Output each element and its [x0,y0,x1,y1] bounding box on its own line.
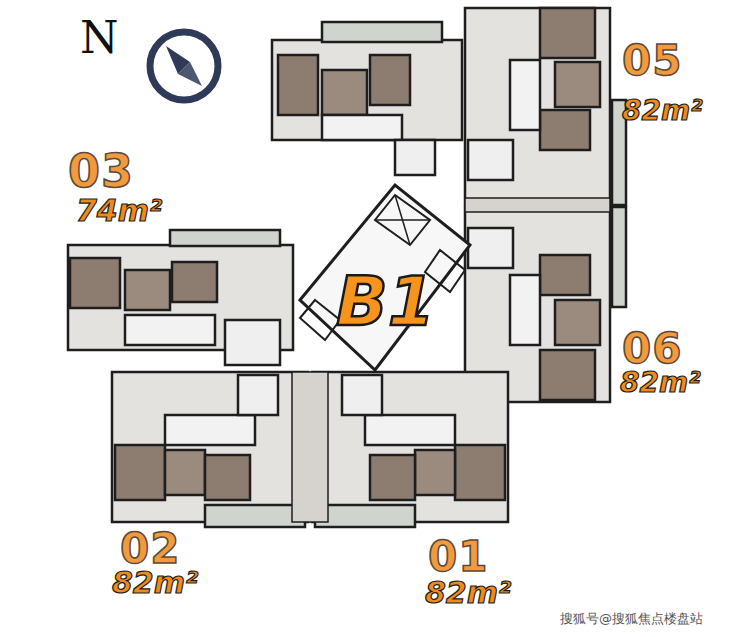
watermark: 搜狐号@搜狐焦点楼盘站 [560,612,703,625]
unit-area: 82m² [112,568,198,598]
corridor [292,372,328,522]
unit-area: 82m² [622,97,702,125]
unit-number: 01 [428,536,488,578]
unit-area: 82m² [620,369,700,397]
compass [150,32,218,100]
unit-01 [312,372,508,527]
unit-number: 02 [120,528,180,570]
core [300,185,470,370]
unit-05 [465,8,626,205]
corridor [465,198,610,212]
building-number: B1 [336,268,435,336]
unit-02 [112,372,308,527]
unit-number: 03 [68,148,134,194]
unit-number: 06 [622,328,682,370]
unit-area: 74m² [76,196,162,226]
unit-04 [272,22,462,175]
north-mark: N [80,16,119,60]
unit-area: 82m² [425,578,511,608]
unit-03 [68,230,293,365]
unit-number: 05 [622,40,682,82]
